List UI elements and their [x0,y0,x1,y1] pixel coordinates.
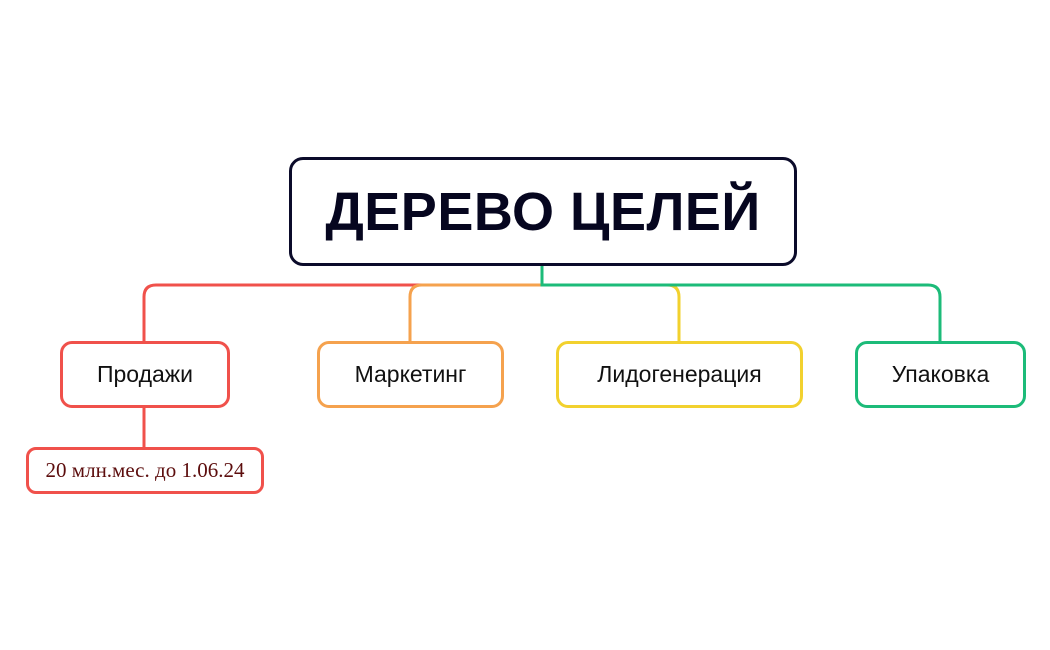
root-node[interactable]: ДЕРЕВО ЦЕЛЕЙ [289,157,797,266]
connector-marketing [408,283,542,341]
root-title: ДЕРЕВО ЦЕЛЕЙ [325,181,761,242]
node-label: Лидогенерация [597,361,762,387]
node-upakovka[interactable]: Упаковка [855,341,1026,408]
node-label: Упаковка [891,361,990,387]
connector-lidogeneratsiya [600,283,681,341]
connector-upakovka [540,266,942,341]
node-label: 20 млн.мес. до 1.06.24 [45,458,245,482]
node-marketing[interactable]: Маркетинг [317,341,504,408]
node-prodazhi-goal[interactable]: 20 млн.мес. до 1.06.24 [26,447,264,494]
connector-prodazhi [142,283,542,341]
node-lidogeneratsiya[interactable]: Лидогенерация [556,341,803,408]
node-label: Маркетинг [354,361,467,387]
node-prodazhi[interactable]: Продажи [60,341,230,408]
node-label: Продажи [96,361,194,387]
